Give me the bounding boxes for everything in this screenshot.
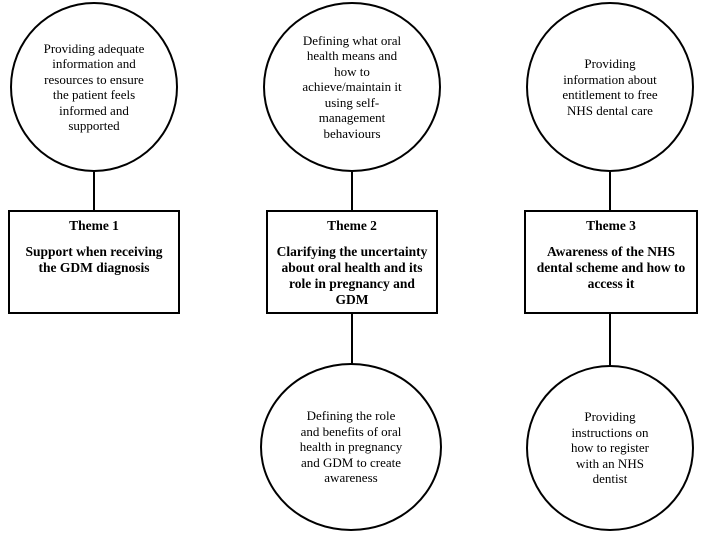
theme-1-number: Theme 1	[69, 218, 119, 233]
theme-1-top-circle: Providing adequate information and resou…	[10, 2, 178, 172]
theme-3-number: Theme 3	[586, 218, 636, 233]
theme-2-connector-bottom	[351, 314, 353, 364]
theme-3-box: Theme 3 Awareness of the NHS dental sche…	[524, 210, 698, 314]
theme-3-bottom-circle: Providing instructions on how to registe…	[526, 365, 694, 531]
theme-3-connector-top	[609, 172, 611, 210]
theme-2-top-circle: Defining what oral health means and how …	[263, 2, 441, 172]
theme-1-connector-top	[93, 172, 95, 210]
theme-2-connector-top	[351, 172, 353, 210]
theme-3-connector-bottom	[609, 314, 611, 366]
theme-1-title: Support when receiving the GDM diagnosis	[25, 244, 163, 275]
theme-2-bottom-circle: Defining the role and benefits of oral h…	[260, 363, 442, 531]
theme-3-top-circle: Providing information about entitlement …	[526, 2, 694, 172]
theme-2-title: Clarifying the uncertainty about oral he…	[276, 244, 428, 307]
theme-2-bottom-circle-text: Defining the role and benefits of oral h…	[299, 408, 403, 486]
theme-2-box: Theme 2 Clarifying the uncertainty about…	[266, 210, 438, 314]
theme-3-title: Awareness of the NHS dental scheme and h…	[536, 244, 686, 291]
theme-3-top-circle-text: Providing information about entitlement …	[562, 56, 658, 118]
theme-1-top-circle-text: Providing adequate information and resou…	[43, 40, 145, 134]
theme-2-top-circle-text: Defining what oral health means and how …	[302, 32, 402, 141]
theme-3-bottom-circle-text: Providing instructions on how to registe…	[571, 409, 649, 487]
theme-2-number: Theme 2	[327, 218, 377, 233]
theme-1-box: Theme 1 Support when receiving the GDM d…	[8, 210, 180, 314]
